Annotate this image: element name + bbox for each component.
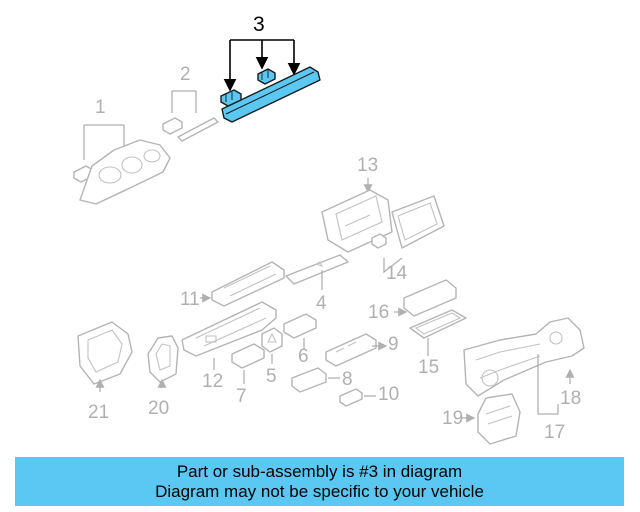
part-12-group[interactable]: 12 (181, 301, 277, 392)
callout-17: 17 (544, 422, 565, 443)
part-10-group[interactable]: 10 (339, 384, 399, 407)
part-19-glove-box[interactable] (477, 393, 521, 445)
callout-5: 5 (266, 366, 277, 387)
part-14-clip[interactable] (371, 233, 387, 249)
part-14-group[interactable]: 14 (371, 195, 445, 284)
part-21-side-panel[interactable] (77, 321, 133, 385)
part-7-insert[interactable] (231, 343, 265, 369)
part-9-group[interactable]: 9 (325, 333, 399, 367)
part-16-panel[interactable] (403, 279, 457, 317)
parts-exploded-diagram: 3 2 1 13 (73, 13, 585, 445)
callout-6: 6 (298, 346, 309, 367)
part-7-group[interactable]: 7 (231, 343, 265, 407)
caption-line-1: Part or sub-assembly is #3 in diagram (176, 461, 463, 481)
callout-4: 4 (316, 293, 327, 314)
part-2-clip[interactable] (162, 117, 183, 135)
part-17-group[interactable]: 17 (463, 317, 585, 443)
callout-18: 18 (560, 388, 581, 409)
part-15-group[interactable]: 15 (409, 309, 467, 378)
callout-16: 16 (368, 302, 389, 323)
callout-13: 13 (357, 155, 378, 176)
part-8-trim[interactable] (291, 367, 327, 393)
callout-11: 11 (180, 289, 200, 310)
part-17-lower-dash[interactable] (463, 317, 585, 397)
caption-banner: Part or sub-assembly is #3 in diagram Di… (15, 457, 624, 506)
callout-12: 12 (202, 371, 223, 392)
callout-10: 10 (378, 384, 399, 405)
part-20-side-cover[interactable] (147, 335, 179, 383)
part-12-lower-panel[interactable] (181, 301, 277, 357)
part-5-group[interactable]: 5 (261, 327, 283, 387)
part-3-strip-edge (225, 71, 315, 115)
callout-20: 20 (148, 398, 169, 419)
part-3-clip-right[interactable] (257, 68, 276, 85)
part-6-group[interactable]: 6 (283, 313, 317, 367)
callout-2: 2 (180, 64, 191, 85)
callout-3: 3 (253, 13, 265, 36)
callout-8: 8 (342, 369, 353, 390)
part-16-group[interactable]: 16 (368, 279, 457, 323)
part-20-group[interactable]: 20 (147, 335, 179, 419)
part-1-group[interactable]: 1 (73, 97, 171, 205)
callout-9: 9 (388, 334, 399, 355)
part-19-group[interactable]: 19 (442, 393, 521, 445)
part-10-clip[interactable] (339, 388, 363, 407)
callout-1: 1 (95, 97, 106, 118)
part-14-display[interactable] (391, 195, 445, 249)
callout-3-leader (229, 39, 295, 88)
part-2-strip[interactable] (177, 117, 219, 142)
callout-21: 21 (88, 402, 109, 423)
part-11-switch-panel[interactable] (211, 261, 285, 307)
part-5-switch[interactable] (261, 327, 283, 353)
part-8-group[interactable]: 8 (291, 367, 353, 393)
callout-7: 7 (236, 386, 247, 407)
callout-14: 14 (386, 263, 408, 284)
part-21-group[interactable]: 21 (77, 321, 133, 423)
callout-19: 19 (442, 408, 463, 429)
part-9-switch-bezel[interactable] (325, 333, 377, 367)
part-6-insert[interactable] (283, 313, 317, 339)
part-2-group[interactable]: 2 (162, 64, 219, 142)
part-4-trim[interactable] (285, 254, 349, 285)
part-1-bezel[interactable] (79, 139, 171, 205)
caption-line-2: Diagram may not be specific to your vehi… (155, 481, 484, 501)
part-11-group[interactable]: 11 (180, 261, 285, 310)
part-3-group[interactable]: 3 (220, 13, 321, 123)
part-4-group[interactable]: 4 (285, 254, 349, 314)
callout-15: 15 (418, 357, 439, 378)
part-15-mat[interactable] (409, 309, 467, 339)
part-18-group[interactable]: 18 (560, 368, 581, 409)
